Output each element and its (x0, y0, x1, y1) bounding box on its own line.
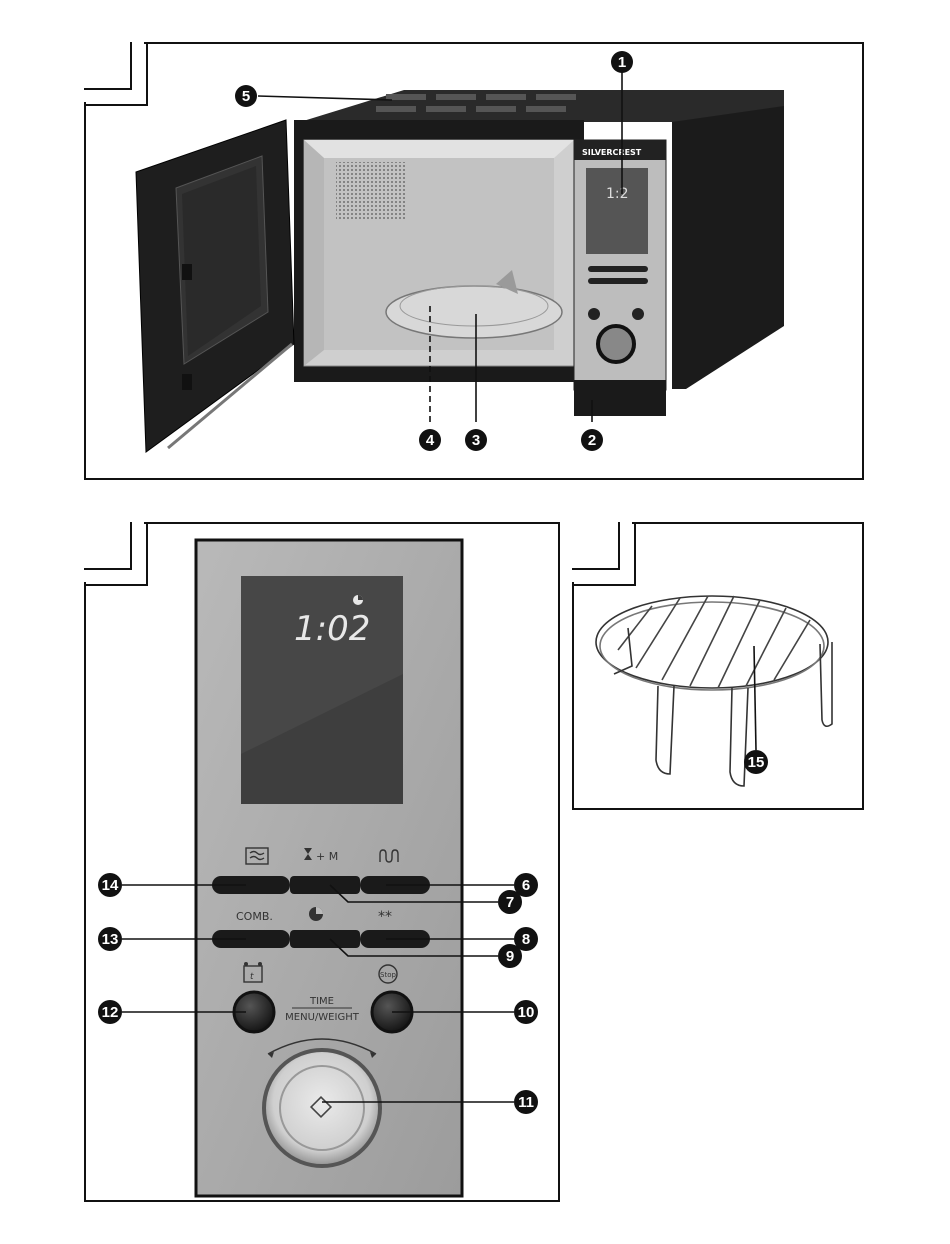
svg-text:9: 9 (506, 948, 514, 965)
figure-1-panel: SILVERCREST 1:2 1 5 4 3 2 (84, 42, 864, 480)
svg-text:3: 3 (472, 432, 480, 449)
callout-7: 7 (498, 890, 522, 914)
svg-text:13: 13 (102, 931, 119, 948)
callout-12: 12 (98, 1000, 122, 1024)
svg-text:6: 6 (522, 877, 530, 894)
callout-3: 3 (465, 429, 487, 451)
cavity-vent-holes (336, 162, 406, 220)
menu-weight-label: MENU/WEIGHT (285, 1012, 360, 1023)
svg-text:1: 1 (618, 54, 626, 71)
svg-text:11: 11 (518, 1094, 534, 1111)
svg-text:7: 7 (506, 894, 514, 911)
defrost-icon: ** (378, 909, 392, 925)
svg-text:**: ** (378, 909, 392, 925)
figure-3-panel: 15 (572, 522, 864, 810)
display-clock-icon (353, 595, 363, 605)
auto-cook-icon (309, 907, 323, 921)
svg-text:2: 2 (588, 432, 596, 449)
callout-9: 9 (498, 944, 522, 968)
callout-10: 10 (514, 1000, 538, 1024)
oven-display (586, 168, 648, 254)
callout-11: 11 (514, 1090, 538, 1114)
svg-text:8: 8 (522, 931, 530, 948)
time-label: TIME (309, 996, 334, 1007)
svg-text:12: 12 (102, 1004, 119, 1021)
svg-text:14: 14 (102, 877, 119, 894)
microwave-oven-illustration: SILVERCREST 1:2 1 5 4 3 2 (86, 44, 862, 478)
brand-logo: SILVERCREST (582, 148, 642, 157)
grill-rack-illustration: 15 (574, 524, 862, 808)
oven-knob (598, 326, 634, 362)
combi-label: COMB. (236, 910, 273, 923)
timer-memory-button[interactable] (290, 876, 360, 894)
callout-5: 5 (235, 85, 257, 107)
control-panel-illustration: 1:02 + M COMB. ** t Stop TIME MENU/WEIGH… (86, 524, 558, 1200)
oven-display-readout: 1:2 (606, 186, 629, 202)
svg-text:5: 5 (242, 88, 250, 105)
callout-4: 4 (419, 429, 441, 451)
callout-14: 14 (98, 873, 122, 897)
rotary-knob[interactable] (264, 1050, 380, 1166)
svg-text:15: 15 (748, 754, 765, 771)
callout-2: 2 (581, 429, 603, 451)
svg-text:Stop: Stop (380, 971, 396, 979)
auto-cook-button[interactable] (290, 930, 360, 948)
svg-text:+ M: + M (316, 850, 338, 863)
callout-15: 15 (744, 750, 768, 774)
oven-cabinet-side (672, 106, 784, 389)
panel-display-time: 1:02 (294, 609, 370, 649)
svg-text:10: 10 (518, 1004, 535, 1021)
callout-1: 1 (611, 51, 633, 73)
turntable-glass (386, 286, 562, 338)
figure-2-panel: 1:02 + M COMB. ** t Stop TIME MENU/WEIGH… (84, 522, 560, 1202)
svg-text:4: 4 (426, 432, 435, 449)
callout-13: 13 (98, 927, 122, 951)
svg-text:t: t (250, 972, 254, 982)
